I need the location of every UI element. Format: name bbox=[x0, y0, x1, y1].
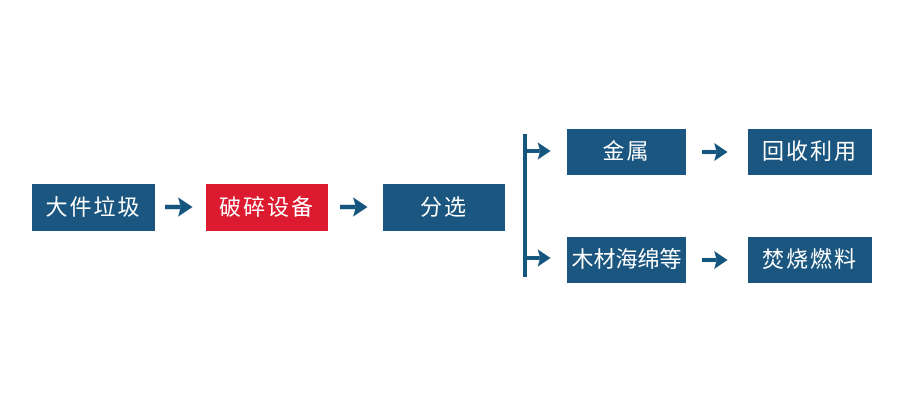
node-wood-sponge-label: 木材海绵等 bbox=[571, 247, 682, 272]
arrow-right-icon bbox=[340, 196, 368, 218]
arrow-right-icon bbox=[165, 196, 193, 218]
node-bulky-waste: 大件垃圾 bbox=[32, 184, 155, 231]
node-sorting: 分选 bbox=[383, 184, 505, 231]
branch-split-line bbox=[523, 134, 527, 277]
node-metal-label: 金属 bbox=[602, 139, 651, 164]
node-crushing-equipment-label: 破碎设备 bbox=[218, 194, 315, 220]
arrow-right-icon bbox=[702, 249, 728, 271]
node-recycling: 回收利用 bbox=[748, 129, 872, 175]
branch-arrow-bottom-icon bbox=[526, 248, 551, 268]
node-metal: 金属 bbox=[567, 129, 686, 175]
arrow-right-icon bbox=[702, 141, 728, 163]
node-recycling-label: 回收利用 bbox=[761, 139, 858, 164]
node-sorting-label: 分选 bbox=[419, 194, 468, 220]
node-wood-sponge: 木材海绵等 bbox=[567, 237, 686, 283]
branch-arrow-top-icon bbox=[526, 141, 551, 161]
node-bulky-waste-label: 大件垃圾 bbox=[45, 194, 142, 220]
node-crushing-equipment: 破碎设备 bbox=[206, 184, 328, 231]
node-incineration-fuel: 焚烧燃料 bbox=[748, 237, 872, 283]
node-incineration-fuel-label: 焚烧燃料 bbox=[761, 247, 858, 272]
